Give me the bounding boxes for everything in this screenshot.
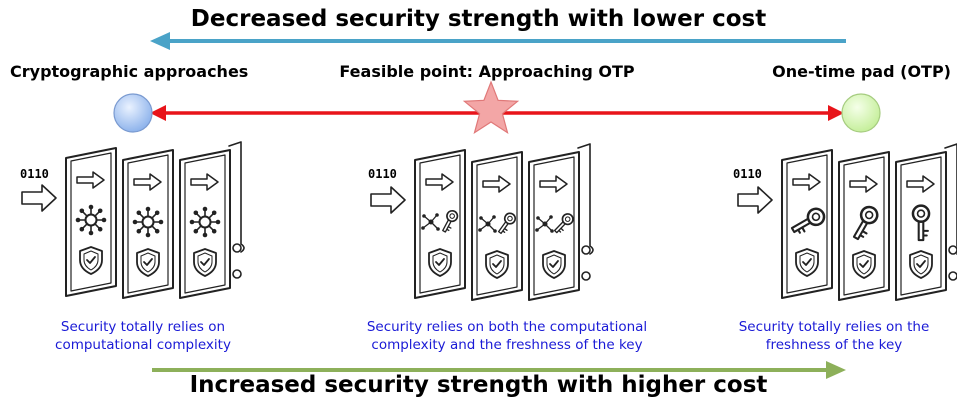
caption-feasible: Security relies on both the computationa… (308, 318, 706, 354)
key-icon (553, 213, 574, 234)
cipher-door (528, 151, 580, 301)
caption-line: freshness of the key (765, 337, 903, 353)
cipher-group (737, 143, 957, 301)
caption-line: Security relies on both the computationa… (366, 319, 648, 335)
caption-line: Security totally relies on (60, 319, 226, 335)
cipher-group (370, 143, 594, 301)
top-arrow-title: Decreased security strength with lower c… (190, 6, 767, 32)
cipher-door (838, 151, 890, 301)
spectrum-arrow (150, 105, 844, 121)
key-icon (790, 207, 826, 234)
middle-node-label: Feasible point: Approaching OTP (339, 62, 635, 81)
key-icon (497, 212, 517, 235)
cipher-group (21, 141, 245, 299)
right-node-label: One-time pad (OTP) (772, 62, 951, 81)
caption-line: computational complexity (55, 337, 231, 353)
input-bits-right: 0110 (733, 167, 762, 181)
cipher-door (781, 149, 833, 299)
caption-otp: Security totally relies on the freshness… (716, 318, 957, 354)
caption-cryptographic: Security totally relies on computational… (12, 318, 274, 354)
key-icon (911, 204, 931, 242)
cryptographic-node-circle (113, 93, 153, 133)
input-bits-left: 0110 (20, 167, 49, 181)
cipher-door (65, 147, 117, 297)
cipher-door (414, 149, 466, 299)
input-bits-middle: 0110 (368, 167, 397, 181)
top-arrow (150, 32, 846, 50)
cipher-door (179, 149, 231, 299)
key-icon (442, 209, 459, 233)
otp-node-circle (841, 93, 881, 133)
cipher-door (471, 151, 523, 301)
left-node-label: Cryptographic approaches (10, 62, 249, 81)
cipher-door (122, 149, 174, 299)
caption-line: complexity and the freshness of the key (371, 337, 643, 353)
bottom-arrow-title: Increased security strength with higher … (189, 372, 768, 398)
cipher-door (895, 151, 947, 301)
caption-line: Security totally relies on the (738, 319, 930, 335)
feasible-point-star (462, 80, 520, 135)
key-icon (852, 205, 879, 241)
